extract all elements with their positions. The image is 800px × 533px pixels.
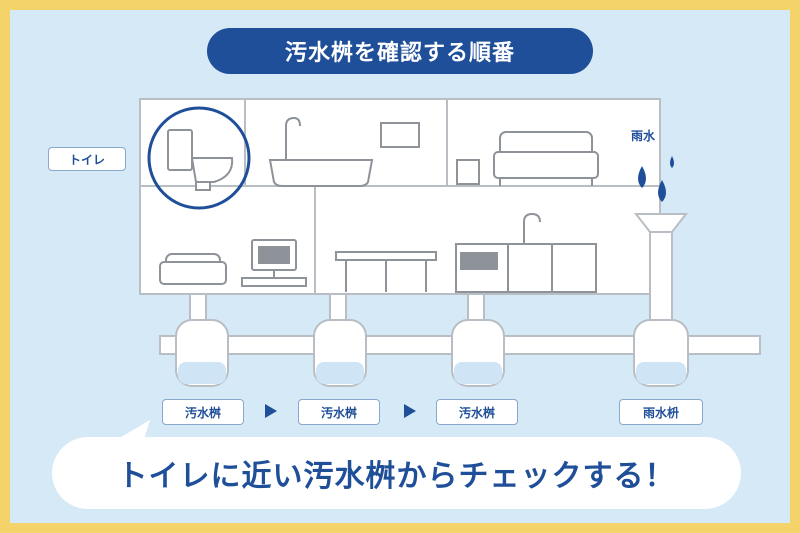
basin-label-1: 汚水桝: [162, 399, 244, 425]
armchair-icon: [159, 253, 227, 285]
toilet-tag: トイレ: [48, 147, 126, 171]
wall-picture-icon: [380, 122, 420, 148]
bathtub-icon: [268, 116, 374, 187]
basin-3: [451, 319, 505, 387]
basin-label-rain: 雨水枡: [619, 399, 703, 425]
basin-2: [313, 319, 367, 387]
message-bubble: トイレに近い汚水桝からチェックする！: [52, 437, 741, 509]
message-text: トイレに近い汚水桝からチェックする！: [117, 459, 676, 494]
basin-label-3: 汚水桝: [436, 399, 518, 425]
rain-drops-icon: [638, 156, 674, 202]
toilet-icon: [167, 129, 234, 191]
basin-1: [175, 319, 229, 387]
basin-label-2: 汚水桝: [298, 399, 380, 425]
toilet-highlight-circle: [147, 106, 251, 210]
arrow-right-icon: [404, 404, 416, 418]
rain-downpipe: [633, 213, 689, 323]
arrow-right-icon: [265, 404, 277, 418]
kitchen-icon: [455, 212, 597, 293]
page-title: 汚水桝を確認する順番: [207, 28, 593, 74]
rain-label: 雨水: [631, 129, 656, 143]
cabinet-icon: [456, 159, 480, 185]
dining-table-icon: [335, 251, 437, 292]
tv-icon: [241, 239, 307, 287]
basin-rain: [633, 319, 689, 387]
sofa-icon: [493, 131, 599, 186]
